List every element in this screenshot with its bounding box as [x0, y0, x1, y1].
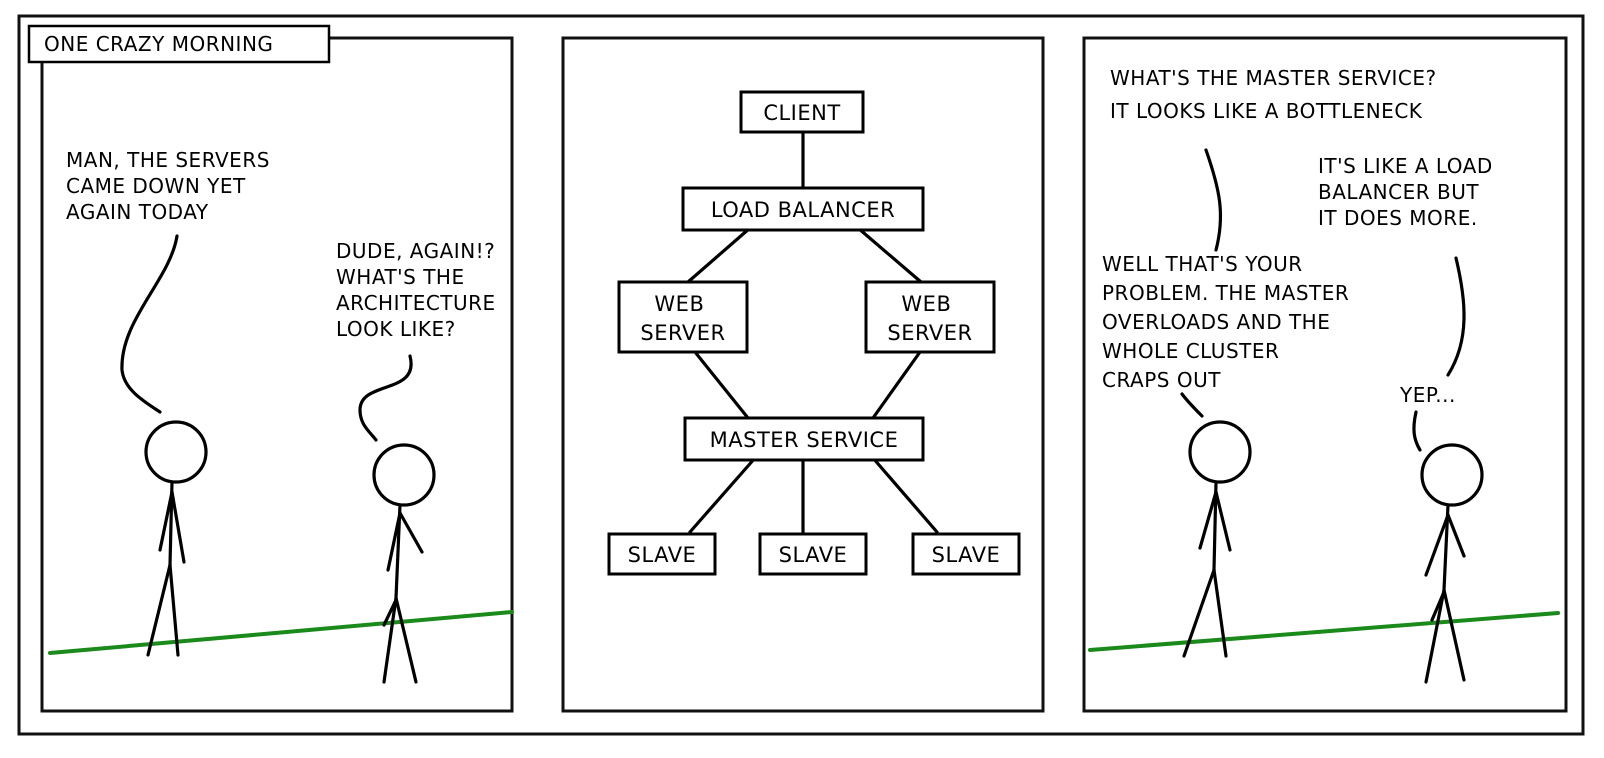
speech-line: PROBLEM. THE MASTER [1102, 281, 1349, 305]
speech-line: ARCHITECTURE [336, 291, 496, 315]
master-service-node: MASTER SERVICE [683, 416, 925, 462]
ground-line [48, 610, 514, 655]
speech-line: WHAT'S THE [336, 265, 465, 289]
slave-node: SLAVE [758, 532, 868, 576]
speech-line: CAME DOWN YET [66, 174, 246, 198]
panel-2: CLIENT LOAD BALANCER WEB SERVER WEB SERV… [561, 36, 1045, 713]
speech-tail [1412, 410, 1422, 452]
load-balancer-label: LOAD BALANCER [711, 198, 895, 222]
web-server-label: WEB SERVER [640, 292, 725, 345]
speech-line: IT'S LIKE A LOAD [1318, 154, 1493, 178]
load-balancer-node: LOAD BALANCER [681, 186, 925, 232]
speech-master-bottleneck: WHAT'S THE MASTER SERVICE? IT LOOKS LIKE… [1110, 66, 1444, 123]
panel-3-frame [1082, 36, 1568, 713]
speech-thats-your-problem: WELL THAT'S YOUR PROBLEM. THE MASTER OVE… [1102, 252, 1356, 392]
speech-line: WELL THAT'S YOUR [1102, 252, 1303, 276]
title-box [27, 24, 331, 64]
speech-yep: YEP... [1399, 383, 1456, 407]
slave-label: SLAVE [628, 543, 697, 567]
speech-line: CRAPS OUT [1102, 368, 1221, 392]
speech-load-balancer-more: IT'S LIKE A LOAD BALANCER BUT IT DOES MO… [1318, 154, 1500, 230]
speech-line: WHOLE CLUSTER [1102, 339, 1279, 363]
speech-line: AGAIN TODAY [66, 200, 209, 224]
speech-tail [1180, 392, 1204, 418]
web-server-label: WEB SERVER [887, 292, 972, 345]
speech-line: DUDE, AGAIN!? [336, 239, 495, 263]
client-label: CLIENT [763, 101, 840, 125]
speech-line: IT LOOKS LIKE A BOTTLENECK [1110, 99, 1423, 123]
slave-label: SLAVE [932, 543, 1001, 567]
stick-figure [372, 443, 436, 684]
web-server-node: WEB SERVER [617, 280, 749, 354]
speech-tail [1204, 148, 1223, 252]
speech-tail [1446, 256, 1466, 377]
slave-label: SLAVE [779, 543, 848, 567]
speech-tail [358, 354, 413, 442]
speech-dude-again: DUDE, AGAIN!? WHAT'S THE ARCHITECTURE LO… [336, 239, 503, 341]
speech-line: LOOK LIKE? [336, 317, 456, 341]
diagram-connectors [686, 128, 939, 534]
web-server-node: WEB SERVER [864, 280, 996, 354]
speech-tail [120, 234, 179, 414]
speech-line: OVERLOADS AND THE [1102, 310, 1330, 334]
master-service-label: MASTER SERVICE [710, 428, 899, 452]
speech-line: BALANCER BUT [1318, 180, 1479, 204]
stick-figure [144, 420, 208, 657]
speech-line: MAN, THE SERVERS [66, 148, 270, 172]
ground-line [1088, 611, 1560, 652]
stick-figure [1182, 420, 1252, 658]
speech-man-servers: MAN, THE SERVERS CAME DOWN YET AGAIN TOD… [66, 148, 277, 224]
panel-1: ONE CRAZY MORNING MAN, THE SERVERS CAME … [27, 24, 514, 713]
comic-title: ONE CRAZY MORNING [44, 32, 273, 56]
speech-line: IT DOES MORE. [1318, 206, 1478, 230]
panel-1-frame [40, 36, 514, 713]
stick-figure [1420, 443, 1484, 684]
slave-node: SLAVE [911, 532, 1021, 576]
client-node: CLIENT [739, 90, 865, 134]
speech-line: WHAT'S THE MASTER SERVICE? [1110, 66, 1437, 90]
panel-3: WHAT'S THE MASTER SERVICE? IT LOOKS LIKE… [1082, 36, 1568, 713]
slave-node: SLAVE [607, 532, 717, 576]
